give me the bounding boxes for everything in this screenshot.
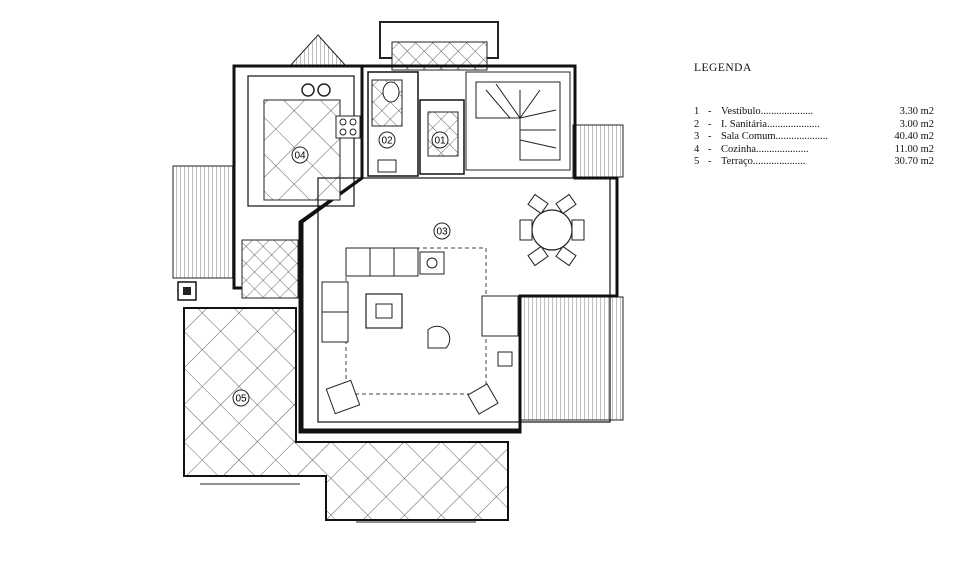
legend-area: 30.70 m2 (894, 156, 934, 167)
legend-dash: - (708, 156, 712, 167)
deck-right-bottom (519, 296, 624, 421)
legend-area: 3.30 m2 (899, 106, 934, 117)
roof-left (288, 34, 348, 67)
legend-num: 4 (694, 143, 700, 155)
terrace (177, 239, 509, 523)
legend-dash: - (708, 143, 712, 155)
legend-row: 2 - I. Sanitária.................... 3.0… (694, 119, 934, 132)
legend: LEGENDA 1 - Vestíbulo...................… (694, 62, 934, 169)
legend-dash: - (708, 131, 712, 142)
legend-dash: - (708, 106, 712, 117)
legend-dash: - (708, 118, 712, 130)
legend-area: 11.00 m2 (894, 143, 934, 155)
room-label-01: 01 (434, 136, 446, 147)
legend-title: LEGENDA (694, 62, 752, 74)
room-label-03: 03 (436, 227, 448, 238)
room-label-02: 02 (381, 136, 393, 147)
legend-num: 5 (694, 156, 700, 167)
legend-row: 3 - Sala Comum.................... 40.40… (694, 131, 934, 144)
kitchen (247, 75, 361, 207)
top-balcony (379, 21, 499, 71)
bathroom (367, 71, 419, 177)
legend-row: 5 - Terraço.................... 30.70 m2 (694, 156, 934, 169)
legend-area: 40.40 m2 (894, 131, 934, 142)
legend-area: 3.00 m2 (899, 118, 934, 130)
room-label-04: 04 (294, 151, 306, 162)
deck-right-top (572, 124, 624, 178)
legend-name: Sala Comum.................... (721, 131, 829, 142)
deck-left (172, 165, 236, 279)
legend-name: I. Sanitária.................... (721, 118, 820, 130)
legend-name: Cozinha.................... (721, 143, 809, 155)
legend-row: 4 - Cozinha.................... 11.00 m2 (694, 144, 934, 157)
room-labels: 04 02 01 03 05 (232, 131, 451, 407)
staircase (465, 71, 571, 171)
living-room (317, 177, 611, 423)
legend-name: Terraço.................... (721, 156, 806, 167)
legend-num: 3 (694, 131, 700, 142)
room-label-05: 05 (235, 394, 247, 405)
legend-num: 1 (694, 106, 700, 117)
legend-row: 1 - Vestíbulo.................... 3.30 m… (694, 106, 934, 119)
legend-name: Vestíbulo.................... (721, 106, 814, 117)
legend-num: 2 (694, 118, 700, 130)
